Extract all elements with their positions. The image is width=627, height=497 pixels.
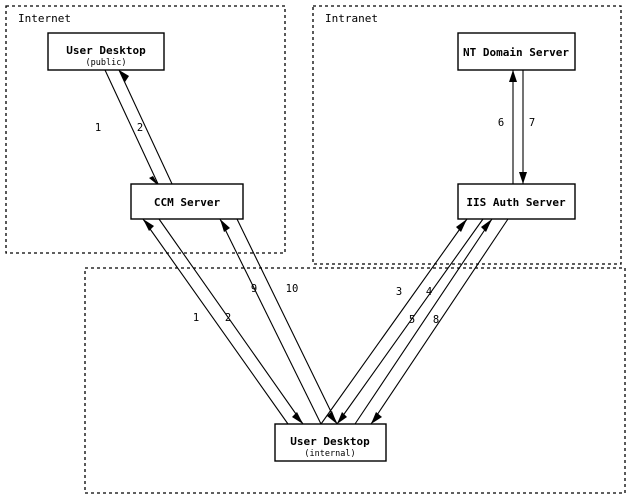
flow-internal-desktop-to-iis-34	[320, 218, 484, 425]
flow-label-1-internal: 1	[193, 312, 199, 324]
flow-label-1-public: 1	[95, 122, 101, 134]
flow-iis-to-nt-domain	[509, 70, 527, 184]
arrowhead-1-internal	[143, 219, 154, 231]
flow-line-10-inbound	[236, 218, 338, 425]
flow-label-8: 8	[433, 314, 439, 326]
arrowhead-5	[481, 219, 492, 232]
flow-internal-desktop-to-ccm-second	[219, 218, 338, 425]
arrowhead-7	[519, 172, 527, 184]
arrowhead-6	[509, 70, 517, 82]
ccm-server-box[interactable]	[130, 183, 244, 220]
arrowhead-2-public	[119, 70, 129, 82]
zone-internal-boundary	[84, 267, 626, 494]
node-user-desktop-internal[interactable]: User Desktop (internal)	[274, 423, 387, 462]
flow-line-2-internal-inbound	[158, 218, 304, 425]
zone-label-internet: Internet	[18, 12, 71, 25]
flow-line-9-outbound	[219, 218, 322, 425]
nt-domain-server-box[interactable]	[457, 32, 576, 71]
flow-line-5-outbound	[354, 218, 493, 425]
user-desktop-internal-subtitle: (internal)	[304, 449, 355, 459]
node-user-desktop-public[interactable]: User Desktop (public)	[47, 32, 165, 71]
iis-auth-server-title: IIS Auth Server	[466, 196, 566, 209]
flow-line-2-public-inbound	[118, 69, 174, 187]
flow-line-4-inbound	[336, 218, 484, 425]
flow-label-10: 10	[286, 283, 299, 295]
node-nt-domain-server[interactable]: NT Domain Server	[457, 32, 576, 71]
flow-line-3-outbound	[320, 218, 468, 425]
user-desktop-internal-title: User Desktop	[290, 435, 370, 448]
flow-internal-desktop-to-ccm	[142, 218, 304, 425]
flow-label-2-public: 2	[137, 122, 143, 134]
user-desktop-public-subtitle: (public)	[86, 58, 127, 68]
zone-intranet-boundary	[312, 5, 622, 265]
zone-internet-boundary	[5, 5, 286, 254]
flow-label-5: 5	[409, 314, 415, 326]
arrowhead-4	[337, 412, 347, 424]
iis-auth-server-box[interactable]	[457, 183, 576, 220]
arrowhead-2-internal	[292, 412, 303, 424]
arrowhead-10	[327, 411, 337, 424]
flow-line-8-inbound	[370, 218, 509, 425]
flow-label-4: 4	[426, 286, 432, 298]
flow-label-7: 7	[529, 117, 535, 129]
user-desktop-public-box[interactable]	[47, 32, 165, 71]
flow-label-3: 3	[396, 286, 402, 298]
arrowhead-9	[220, 219, 230, 232]
ccm-server-title: CCM Server	[154, 196, 221, 209]
flow-internal-desktop-to-iis-58	[354, 218, 509, 425]
arrowhead-8	[371, 412, 382, 424]
flow-label-9: 9	[251, 283, 257, 295]
flow-label-2-internal: 2	[225, 312, 231, 324]
node-ccm-server[interactable]: CCM Server	[130, 183, 244, 220]
nt-domain-server-title: NT Domain Server	[463, 46, 569, 59]
user-desktop-public-title: User Desktop	[66, 44, 146, 57]
flow-line-1-internal-outbound	[142, 218, 289, 425]
flow-line-1-public-outbound	[104, 69, 160, 187]
flow-label-6: 6	[498, 117, 504, 129]
zone-label-intranet: Intranet	[325, 12, 378, 25]
user-desktop-internal-box[interactable]	[274, 423, 387, 462]
arrowhead-3	[456, 219, 467, 232]
node-iis-auth-server[interactable]: IIS Auth Server	[457, 183, 576, 220]
